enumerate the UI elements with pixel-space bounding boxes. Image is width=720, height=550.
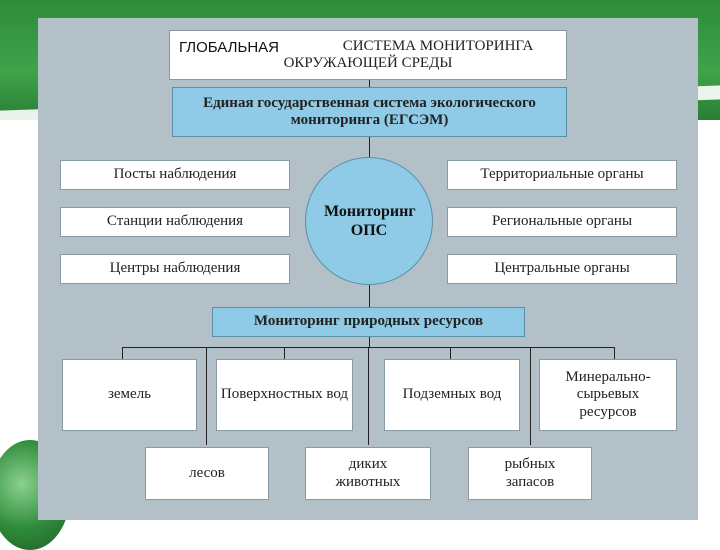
egsem-box: Единая государственная система экологиче…: [172, 87, 567, 137]
left-box-stations: Станции наблюдения: [60, 207, 290, 237]
right-box-territorial: Территориальные органы: [447, 160, 677, 190]
ops-monitoring-circle: Мониторинг ОПС: [305, 157, 433, 285]
resource-box-lands: земель: [62, 359, 197, 431]
left-box-centers: Центры наблюдения: [60, 254, 290, 284]
resource-box-wild-animals: диких животных: [305, 447, 431, 500]
resource-box-surface-water: Поверхностных вод: [216, 359, 353, 431]
connector-drop-2: [206, 347, 207, 445]
resource-label: лесов: [189, 464, 225, 481]
egsem-label: Единая государственная система экологиче…: [203, 94, 536, 128]
connector-drop-5: [450, 347, 451, 359]
right-box-label: Территориальные органы: [480, 166, 644, 183]
connector-resources-down: [369, 337, 370, 347]
title-prefix-label: ГЛОБАЛЬНАЯ: [179, 37, 313, 57]
connector-drop-7: [614, 347, 615, 359]
resource-box-mineral: Минерально-сырьевых ресурсов: [539, 359, 677, 431]
right-box-label: Региональные органы: [491, 213, 633, 230]
left-box-label: Станции наблюдения: [106, 213, 244, 230]
right-box-regional: Региональные органы: [447, 207, 677, 237]
resource-label: Минерально-сырьевых ресурсов: [565, 369, 651, 420]
connector-drop-6: [530, 347, 531, 445]
title-line1-rest: СИСТЕМА МОНИТОРИНГА: [342, 37, 534, 54]
connector-drop-1: [122, 347, 123, 359]
left-box-posts: Посты наблюдения: [60, 160, 290, 190]
resource-label: Поверхностных вод: [220, 386, 349, 403]
connector-title-egsem: [369, 79, 370, 87]
resource-label: земель: [107, 386, 152, 403]
title-line2: ОКРУЖАЮЩЕЙ СРЕДЫ: [283, 55, 453, 71]
right-box-label: Центральные органы: [494, 260, 630, 277]
connector-egsem-center: [369, 137, 370, 157]
resource-label: Подземных вод: [402, 386, 502, 403]
resource-box-fish: рыбных запасов: [468, 447, 592, 500]
resource-box-forests: лесов: [145, 447, 269, 500]
right-box-central: Центральные органы: [447, 254, 677, 284]
connector-center-resources: [369, 285, 370, 307]
ops-monitoring-label: Мониторинг ОПС: [324, 202, 416, 239]
connector-drop-4: [368, 347, 369, 445]
resource-label: диких животных: [335, 456, 401, 490]
connector-drop-3: [284, 347, 285, 359]
resources-monitoring-label: Мониторинг природных ресурсов: [253, 313, 484, 330]
left-box-label: Центры наблюдения: [109, 260, 241, 277]
resources-monitoring-box: Мониторинг природных ресурсов: [212, 307, 525, 337]
left-box-label: Посты наблюдения: [113, 166, 237, 183]
resource-label: рыбных запасов: [504, 456, 556, 490]
resource-box-groundwater: Подземных вод: [384, 359, 520, 431]
